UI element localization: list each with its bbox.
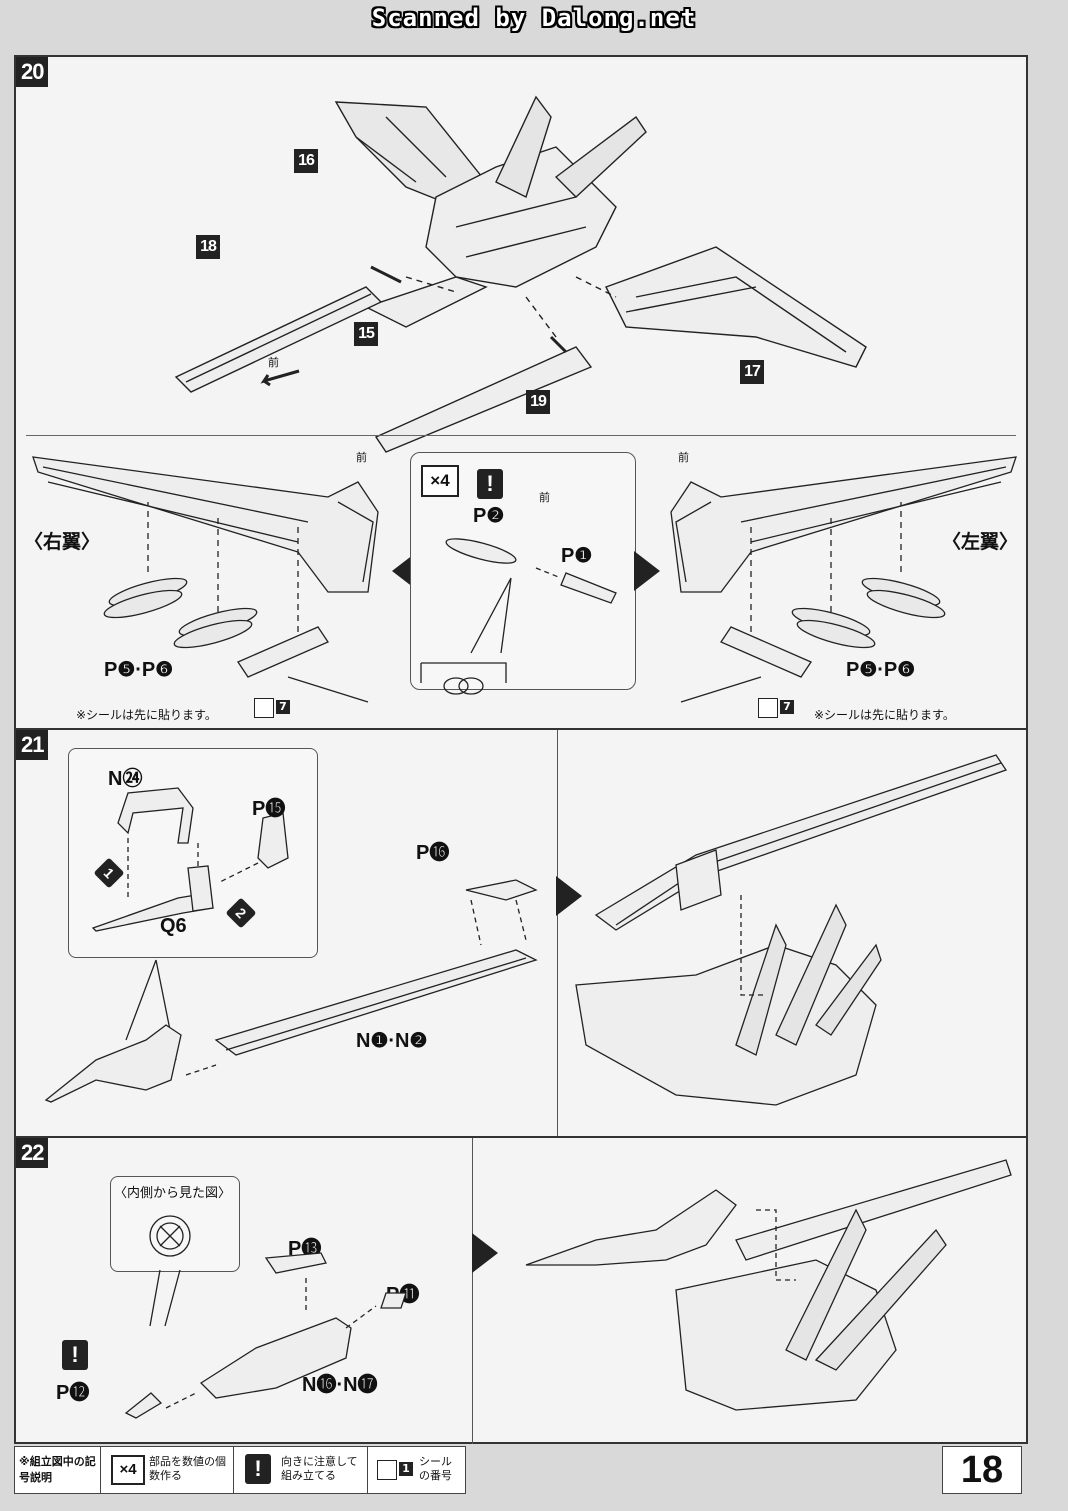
- attached-pod-drawing: [525, 1159, 1012, 1411]
- part-18-tag: 18: [196, 235, 220, 259]
- multiplier-icon: ×4: [111, 1455, 145, 1485]
- seal-number: 7: [780, 700, 794, 714]
- left-p5-p6-label: P❺·P❻: [846, 659, 916, 681]
- tip-parts-drawing: [91, 787, 289, 932]
- step-21-divider: [557, 730, 558, 1136]
- attached-saber-drawing: [575, 754, 1008, 1106]
- n24-label: N㉔: [108, 768, 143, 790]
- multiplier-icon: ×4: [421, 465, 459, 497]
- beam-saber-drawing: [44, 879, 538, 1103]
- step-22-divider: [472, 1138, 473, 1444]
- step-20-section: 20: [16, 57, 1026, 727]
- legend-orientation: ! 向きに注意して組み立てる: [237, 1447, 368, 1493]
- legend-title: ※組立図中の記号説明: [15, 1447, 101, 1493]
- front-arrow-icon: [260, 369, 300, 387]
- detail-front-label: 前: [539, 491, 550, 504]
- part-16-tag: 16: [294, 149, 318, 173]
- seal-icon: [758, 698, 778, 718]
- step-number: 20: [16, 57, 49, 87]
- q6-label: Q6: [160, 915, 187, 937]
- left-seal-note: ※シールは先に貼ります。: [814, 708, 955, 722]
- inside-view-drawing: [149, 1215, 191, 1327]
- legend-orientation-text: 向きに注意して組み立てる: [281, 1455, 358, 1482]
- step-number: 22: [16, 1138, 49, 1168]
- arrow-right-icon: [472, 1233, 498, 1273]
- missile-pod-drawing: [124, 1252, 407, 1419]
- right-wing-label: 〈右翼〉: [24, 531, 101, 553]
- seal-icon: [254, 698, 274, 718]
- instruction-page: 20: [14, 55, 1028, 1444]
- n1-n2-label: N❶·N❷: [356, 1030, 428, 1052]
- page-number: 18: [942, 1446, 1022, 1494]
- seal-number: 7: [276, 700, 290, 714]
- orientation-warning-icon: !: [62, 1340, 88, 1370]
- right-seal-note: ※シールは先に貼ります。: [76, 708, 217, 722]
- right-wing-drawing: [32, 456, 379, 703]
- legend-multiplier: ×4 部品を数値の個数作る: [105, 1447, 234, 1493]
- left-wing-label: 〈左翼〉: [942, 531, 1019, 553]
- orientation-warning-icon: !: [245, 1454, 271, 1484]
- seal-number: 1: [399, 1462, 413, 1476]
- arrow-right-icon: [634, 551, 660, 591]
- p15-label: P⓯: [252, 798, 286, 820]
- step-number: 21: [16, 730, 49, 760]
- detail-p2-label: P❷: [473, 505, 505, 527]
- missile-parts-drawing: [420, 538, 617, 695]
- missile-detail-box: ×4 ! P❷ 前 P❶: [410, 452, 636, 695]
- scan-header: Scanned by Dalong.net: [371, 4, 697, 32]
- legend-seal-text: シールの番号: [419, 1455, 452, 1482]
- left-wing-drawing: [670, 456, 1017, 703]
- right-p5-p6-label: P❺·P❻: [104, 659, 174, 681]
- front-direction-label: 前: [268, 356, 279, 369]
- front-label-right: 前: [356, 451, 367, 464]
- p16-label: P⓰: [416, 842, 450, 864]
- legend-seal: 1 シールの番号: [371, 1447, 463, 1493]
- symbol-legend: ※組立図中の記号説明 ×4 部品を数値の個数作る ! 向きに注意して組み立てる …: [14, 1446, 466, 1494]
- n16-n17-label: N⓰·N⓱: [302, 1374, 378, 1396]
- part-19-tag: 19: [526, 390, 550, 414]
- arrow-right-icon: [556, 876, 582, 916]
- step-21-section: 21 N㉔ P⓯ Q6 1 2: [16, 728, 1026, 1136]
- step-22-section: 22 〈内側から見た図〉 P⓭ P⓫ ! P⓬ N⓰·N⓱: [16, 1136, 1026, 1444]
- p12-label: P⓬: [56, 1382, 90, 1404]
- step-20-divider: [26, 435, 1016, 436]
- detail-p1-label: P❶: [561, 545, 593, 567]
- seal-icon: [377, 1460, 397, 1480]
- legend-multiplier-text: 部品を数値の個数作る: [149, 1455, 226, 1482]
- part-17-tag: 17: [740, 360, 764, 384]
- backpack-assembly-drawing: [174, 95, 867, 453]
- inside-view-label: 〈内側から見た図〉: [114, 1186, 232, 1201]
- orientation-warning-icon: !: [477, 469, 503, 499]
- part-15-tag: 15: [354, 322, 378, 346]
- front-label-left: 前: [678, 451, 689, 464]
